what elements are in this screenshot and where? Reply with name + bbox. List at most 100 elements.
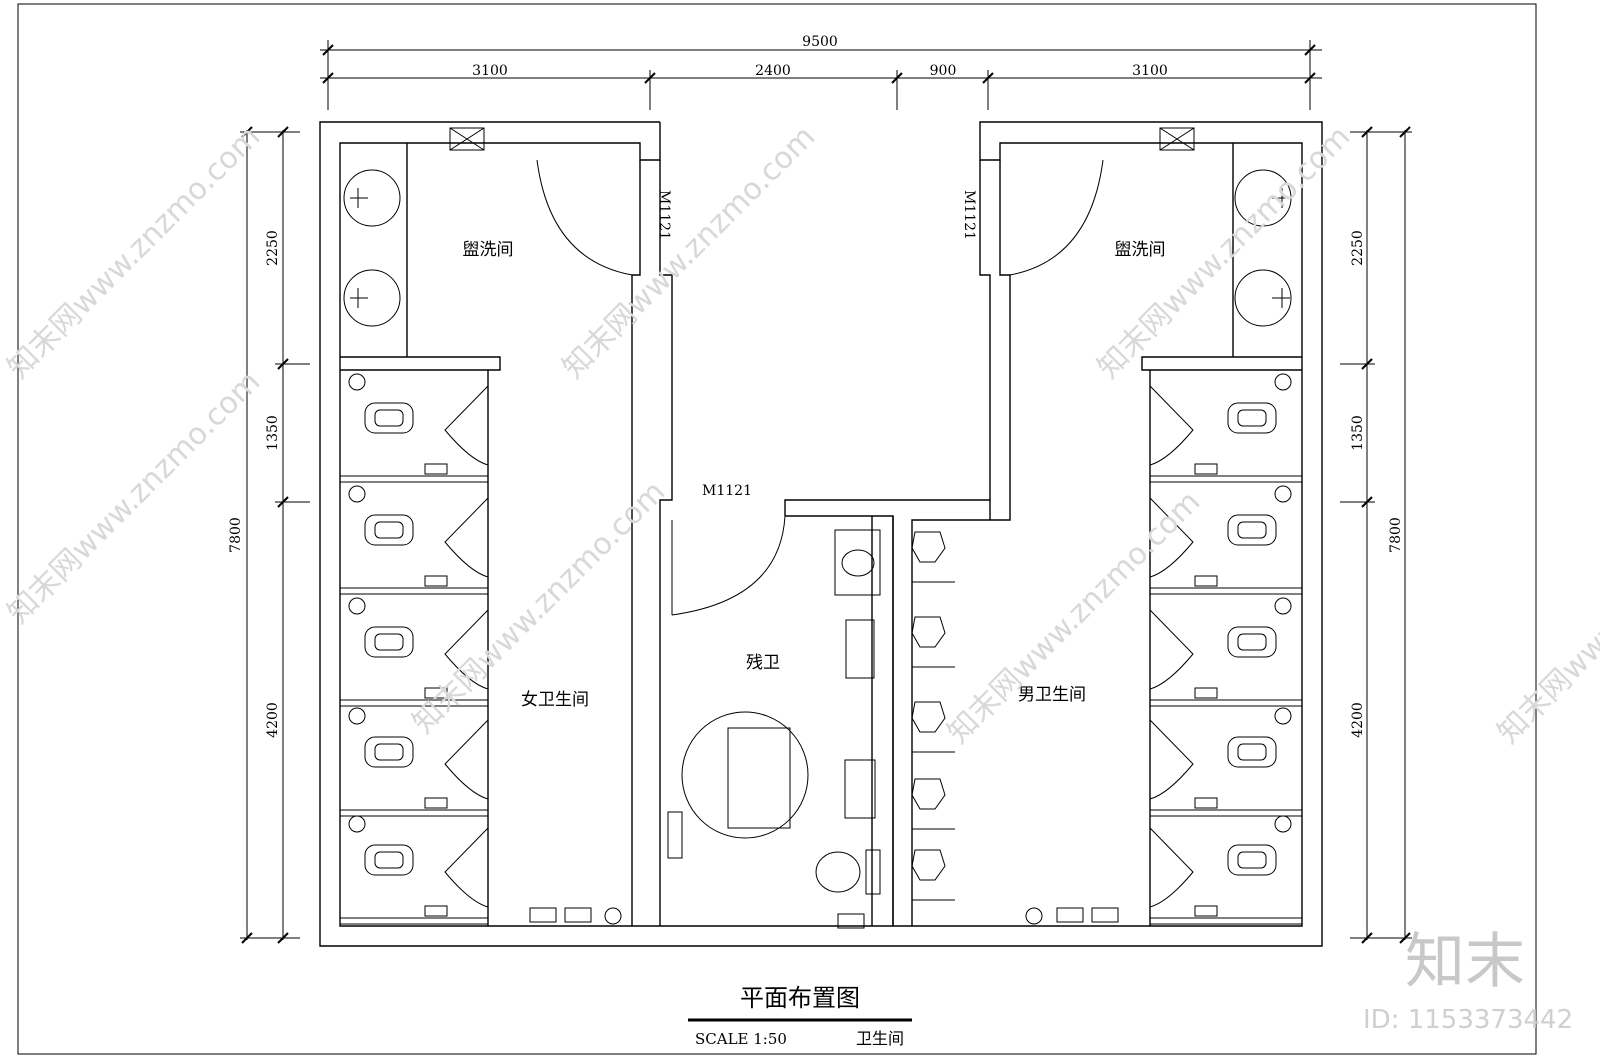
dimension-lines	[240, 40, 1412, 944]
walls	[319, 121, 1323, 947]
drawing-scale: SCALE 1:50	[695, 1030, 787, 1048]
floor-drain-icon	[348, 815, 366, 833]
room-label-washroom-left: 盥洗间	[463, 240, 514, 260]
floor-drain-icon	[1274, 707, 1292, 725]
floor-drain-icon	[1274, 373, 1292, 391]
dim-right-1: 2250	[1350, 230, 1366, 266]
door-swing-icon	[444, 385, 489, 466]
urinal-icon	[911, 531, 946, 563]
squat-toilet-icon	[1227, 626, 1277, 658]
bin-icon	[1194, 575, 1218, 587]
sheet-border	[17, 3, 1537, 1055]
bin-icon	[424, 575, 448, 587]
floor-drain-icon	[348, 485, 366, 503]
room-label-accessible: 残卫	[746, 653, 780, 673]
bin-icon	[424, 905, 448, 917]
watermark-text-6: 知末网www.znzmo.com	[941, 484, 1207, 750]
dim-left-1: 2250	[265, 230, 281, 266]
handrail-icon	[667, 811, 683, 859]
floor-drain-icon	[348, 707, 366, 725]
dim-top-1: 3100	[472, 63, 508, 79]
dim-top-3: 900	[930, 63, 957, 79]
floor-drain-box-icon	[564, 907, 592, 923]
vent-icon	[449, 127, 485, 151]
squat-toilet-icon	[364, 844, 414, 876]
door-swing-icon	[1149, 719, 1194, 800]
sink-icon	[343, 169, 401, 227]
floor-drain-icon	[1025, 907, 1043, 925]
door-swing-icon	[444, 827, 489, 908]
watermark-text-7: 知末网www.znzmo.com	[1491, 484, 1600, 750]
squat-toilet-icon	[1237, 743, 1267, 761]
accessible-toilet-icon	[815, 851, 861, 893]
bin-icon	[1194, 687, 1218, 699]
watermark-text-4: 知末网www.znzmo.com	[1, 364, 267, 630]
door-swing-icon	[1149, 609, 1194, 690]
squat-toilet-icon	[364, 736, 414, 768]
floor-drain-icon	[1274, 597, 1292, 615]
door-label-left: M1121	[656, 190, 672, 240]
accessible-sink-icon	[834, 529, 881, 596]
dim-top-4: 3100	[1132, 63, 1168, 79]
vent-icon	[449, 127, 485, 151]
door-swing-icon	[444, 719, 489, 800]
vent-icon	[1159, 127, 1195, 151]
squat-toilet-icon	[1237, 633, 1267, 651]
door-label-accessible: M1121	[702, 483, 752, 499]
floor-drain-box-icon	[529, 907, 557, 923]
squat-toilet-icon	[1237, 409, 1267, 427]
dim-right-total: 7800	[1388, 517, 1404, 553]
floor-drain-box-icon	[1056, 907, 1084, 923]
dim-top-2: 2400	[755, 63, 791, 79]
door-swing-icon	[1009, 159, 1104, 276]
watermark-text-2: 知末网www.znzmo.com	[556, 119, 822, 385]
accessible-sink-icon	[841, 549, 875, 577]
sink-icon	[1234, 269, 1292, 327]
squat-toilet-icon	[1227, 844, 1277, 876]
squat-toilet-icon	[364, 402, 414, 434]
bin-icon	[424, 797, 448, 809]
door-swing-icon	[1149, 497, 1194, 578]
fixtures-layer	[340, 127, 1302, 929]
floor-drain-icon	[348, 373, 366, 391]
watermark-text-1: 知末网www.znzmo.com	[1, 119, 267, 385]
door-swing-icon	[444, 497, 489, 578]
door-label-right: M1121	[961, 190, 977, 240]
drawing-title: 平面布置图	[740, 984, 860, 1012]
urinal-icon	[911, 849, 946, 881]
squat-toilet-icon	[364, 626, 414, 658]
floor-drain-icon	[348, 597, 366, 615]
room-label-women: 女卫生间	[521, 690, 589, 710]
squat-toilet-icon	[1227, 402, 1277, 434]
wheelchair-icon	[727, 727, 791, 829]
dim-left-total: 7800	[228, 517, 244, 553]
room-label-men: 男卫生间	[1018, 685, 1086, 705]
bin-icon	[1194, 463, 1218, 475]
sink-icon	[343, 269, 401, 327]
dim-left-3: 4200	[265, 702, 281, 738]
urinal-icon	[911, 778, 946, 810]
door-swing-icon	[1149, 385, 1194, 466]
vent-icon	[1159, 127, 1195, 151]
drawing-subtitle: 卫生间	[856, 1029, 904, 1048]
accessible-toilet-tank-icon	[865, 849, 881, 895]
squat-toilet-icon	[364, 514, 414, 546]
watermark-brand: 知末	[1405, 927, 1525, 997]
dim-total-width: 9500	[802, 34, 838, 50]
squat-toilet-icon	[374, 743, 404, 761]
bin-icon	[1194, 797, 1218, 809]
bin-icon	[1194, 905, 1218, 917]
squat-toilet-icon	[1227, 514, 1277, 546]
door-swing-icon	[1149, 827, 1194, 908]
squat-toilet-icon	[374, 851, 404, 869]
floor-drain-icon	[1274, 485, 1292, 503]
floor-drain-box-icon	[837, 913, 865, 929]
squat-toilet-icon	[1237, 521, 1267, 539]
room-label-washroom-right: 盥洗间	[1115, 240, 1166, 260]
door-swing-icon	[671, 515, 786, 616]
floor-drain-icon	[1274, 815, 1292, 833]
accessible-urinal-icon	[844, 759, 876, 819]
floor-drain-icon	[604, 907, 622, 925]
sink-icon	[1234, 169, 1292, 227]
